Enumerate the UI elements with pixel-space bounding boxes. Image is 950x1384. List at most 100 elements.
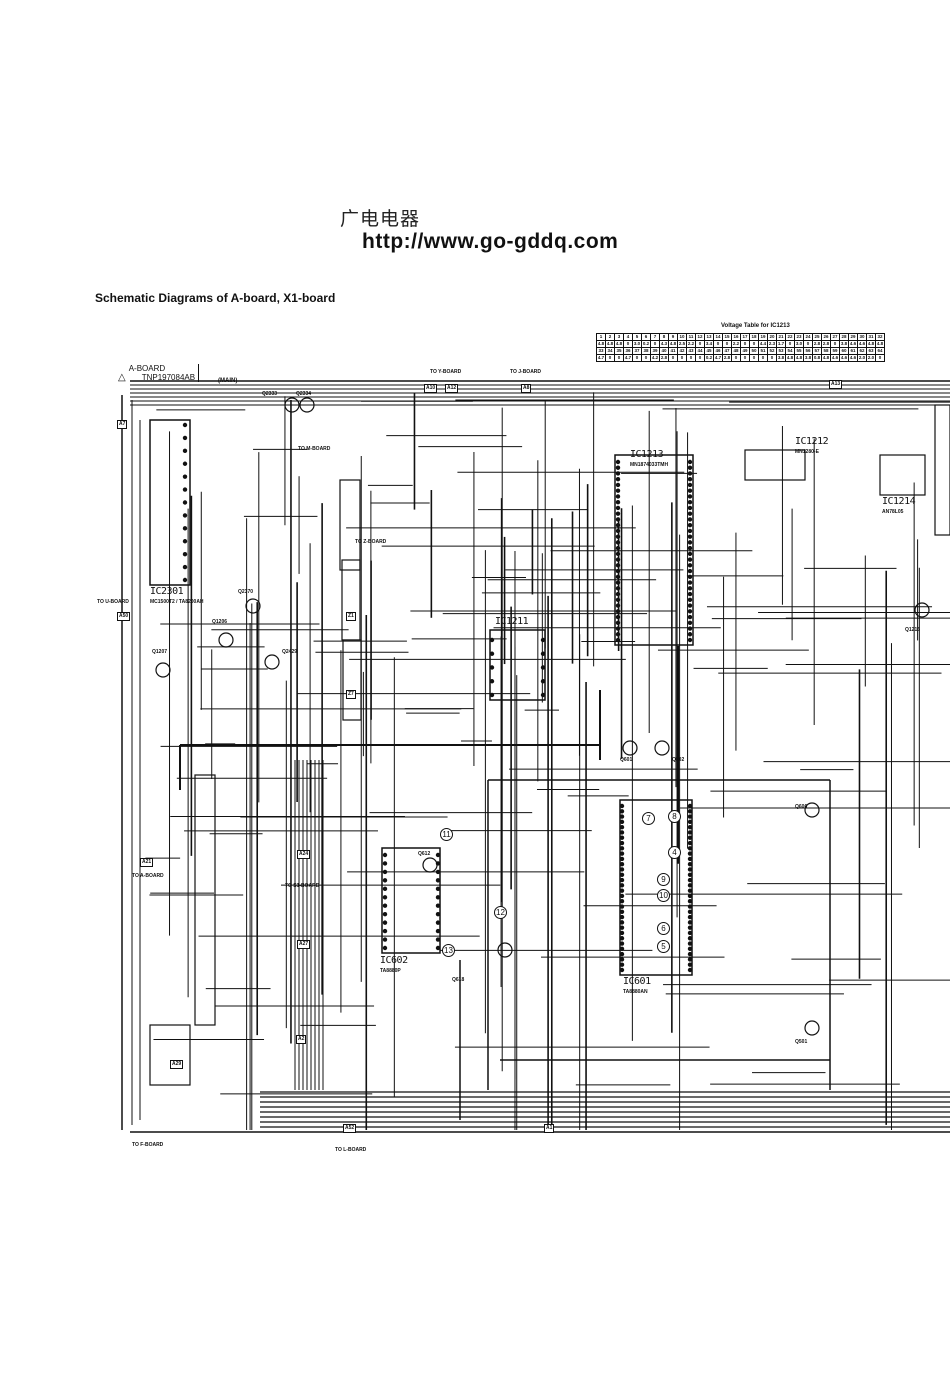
ic-pin (615, 568, 621, 574)
ic-pin (687, 580, 693, 585)
transistor-symbol (804, 1020, 820, 1036)
ic-pin (619, 936, 625, 941)
ic-pin (615, 477, 621, 482)
ic-part: MC1500T2 / TA8200AH (150, 599, 204, 605)
ic-pin (619, 830, 625, 835)
test-point-marker: 12 (494, 906, 507, 919)
test-point-marker: 11 (440, 828, 453, 841)
ic-pin (687, 883, 693, 888)
ic-pin (382, 869, 388, 875)
ic-pin (687, 846, 693, 851)
ic-pin (615, 603, 621, 608)
ic-pin (687, 809, 693, 814)
ic-pin (619, 951, 625, 957)
transistor-label: Q1207 (152, 649, 168, 655)
transistor-symbol (914, 602, 930, 618)
ic-part: MN1280-E (795, 449, 819, 455)
transistor-label: Q1206 (212, 619, 228, 625)
ic-pin (619, 883, 625, 888)
ic-pin (435, 878, 441, 883)
transistor-label: Q601 (620, 757, 633, 763)
ic-pin (615, 528, 621, 534)
ic-pin (687, 626, 693, 631)
ic-pin (615, 591, 621, 597)
transistor-symbol (155, 662, 171, 678)
ic-pin (687, 465, 693, 470)
ic-pin (615, 597, 621, 603)
ic-pin (687, 946, 693, 952)
board-name: A-BOARD (128, 364, 166, 373)
ic-pin (489, 679, 495, 684)
ic-pin (182, 461, 188, 466)
ic-pin (619, 846, 625, 851)
ic-pin (619, 909, 625, 915)
ic-pin (540, 692, 546, 698)
board-link-label: TO A-BOARD (132, 873, 164, 879)
ic-pin (615, 488, 621, 493)
ic-ref: IC602 (380, 955, 408, 966)
test-point-marker: 4 (668, 846, 681, 859)
connector-label: A8 (521, 384, 532, 393)
ic-part: TA8880P (380, 968, 401, 974)
ic-pin (687, 941, 693, 946)
ic-part: MN1874033TMH (630, 462, 669, 468)
ic-pin (619, 824, 625, 830)
ic-pin (687, 459, 693, 465)
ic-pin (615, 614, 621, 620)
ic-pin (619, 920, 625, 925)
ic-pin (619, 946, 625, 952)
board-link-label: TO F-BOARD (132, 1142, 164, 1148)
site-url[interactable]: http://www.go-gddq.com (362, 230, 619, 253)
ic-pin (615, 626, 621, 631)
ic-pin (687, 888, 693, 893)
ic-pin (489, 665, 495, 670)
ic-pin (687, 967, 693, 973)
transistor-symbol (654, 740, 670, 756)
ic-pin (687, 477, 693, 482)
ic-pin (615, 511, 621, 516)
ic-pin (619, 925, 625, 930)
ic-pin (687, 861, 693, 867)
ic-pin (615, 505, 621, 511)
ic-pin (435, 852, 441, 858)
ic-pin (182, 435, 188, 441)
ic-pin (615, 637, 621, 643)
ic-pin (615, 499, 621, 505)
board-link-label: TO J-BOARD (510, 369, 542, 375)
ic-pin (687, 637, 693, 643)
connector-label: A27 (297, 940, 311, 949)
ic-pin (619, 914, 625, 920)
ic-pin (540, 679, 546, 684)
ic-pin (687, 597, 693, 603)
ic-pin (540, 665, 546, 670)
ic-pin (435, 911, 441, 917)
component-outline (149, 1024, 191, 1086)
ic-ref: IC1211 (495, 616, 529, 627)
ic-pin (687, 899, 693, 904)
ic-pin (182, 513, 188, 518)
ic-pin (687, 505, 693, 511)
ic-pin (687, 856, 693, 862)
ic-pin (182, 422, 188, 428)
ic-pin (182, 487, 188, 492)
ic-part: AN78L05 (882, 509, 904, 515)
ic-pin (615, 465, 621, 470)
ic-pin (435, 945, 441, 951)
ic-pin (687, 482, 693, 488)
ic-ref: IC2301 (150, 586, 184, 597)
component-outline (339, 479, 361, 571)
component-outline (194, 774, 216, 1026)
ic-pin (687, 511, 693, 516)
ic-pin (382, 861, 388, 866)
ic-pin (687, 574, 693, 580)
ic-pin (182, 539, 188, 544)
ic-pin (615, 459, 621, 465)
board-part-no: TNP197084AB (141, 373, 196, 382)
ic-pin (619, 893, 625, 899)
test-point-marker: 10 (657, 889, 670, 902)
ic-pin (619, 814, 625, 819)
ic-pin (619, 899, 625, 904)
